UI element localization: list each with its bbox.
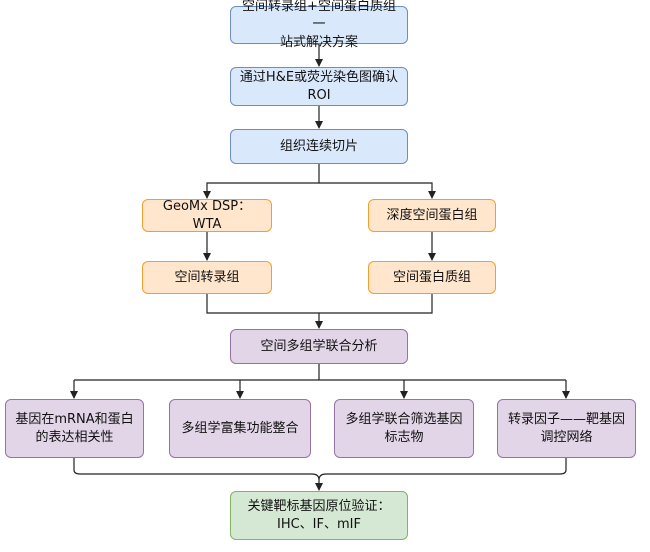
edge-n3-n4 bbox=[203, 164, 320, 199]
node-n10: 多组学富集功能整合 bbox=[169, 399, 311, 458]
edge-n7-n8 bbox=[319, 294, 433, 314]
node-n3: 组织连续切片 bbox=[230, 129, 408, 164]
edge-n6-n8 bbox=[206, 294, 323, 329]
node-n7: 空间蛋白质组 bbox=[368, 261, 496, 294]
node-n9: 基因在mRNA和蛋白 的表达相关性 bbox=[5, 399, 144, 458]
node-n4: GeoMx DSP：WTA bbox=[142, 199, 272, 232]
node-n11: 多组学联合筛选基因 标志物 bbox=[334, 399, 474, 458]
node-n2: 通过H&E或荧光染色图确认 ROI bbox=[230, 67, 408, 106]
node-n5: 深度空间蛋白组 bbox=[368, 199, 496, 232]
edge-n9-merge bbox=[73, 458, 320, 481]
edge-n3-n5 bbox=[319, 182, 436, 199]
node-n8: 空间多组学联合分析 bbox=[230, 329, 408, 364]
node-n6: 空间转录组 bbox=[142, 261, 272, 294]
edge-n12-merge bbox=[318, 458, 567, 481]
node-n13: 关键靶标基因原位验证： IHC、IF、mIF bbox=[230, 491, 408, 540]
node-n1: 空间转录组+空间蛋白质组一 站式解决方案 bbox=[230, 0, 408, 50]
node-n12: 转录因子——靶基因 调控网络 bbox=[497, 399, 636, 458]
